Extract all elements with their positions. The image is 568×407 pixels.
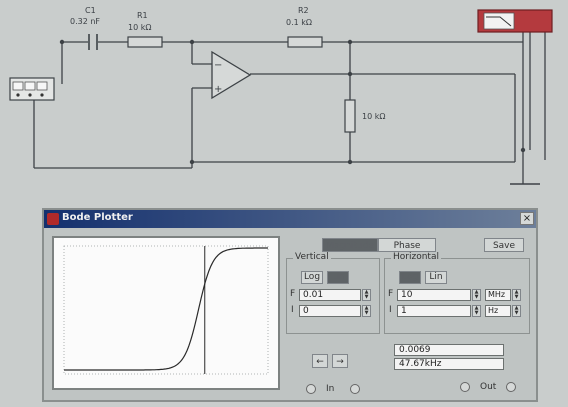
- vertical-group-label: Vertical: [293, 252, 331, 262]
- in-terminal-label: In: [326, 384, 335, 394]
- vertical-initial-input[interactable]: 0: [299, 305, 361, 317]
- schematic-wires: − +: [9, 9, 553, 185]
- bode-plotter-instrument-icon: [477, 9, 553, 33]
- horizontal-final-unit-select[interactable]: MHz: [485, 289, 511, 301]
- resistor-r1: [127, 36, 163, 48]
- bode-plotter-window: Bode Plotter × Magnitude Phase Save Vert…: [42, 208, 538, 402]
- bode-plotter-app-icon: [47, 213, 59, 225]
- horizontal-group: Horizontal Log Lin F 10 ▲▼ MHz ▲▼ I 1 ▲▼…: [384, 252, 530, 334]
- horizontal-group-label: Horizontal: [391, 252, 441, 262]
- vertical-lin-button[interactable]: Lin: [327, 271, 349, 284]
- bode-plot-svg: [63, 245, 269, 375]
- horizontal-initial-unit-select[interactable]: Hz: [485, 305, 511, 317]
- vertical-group: Vertical Log Lin F 0.01 ▲▼ I 0 ▲▼: [286, 252, 380, 334]
- bode-controls-panel: Magnitude Phase Save Vertical Log Lin F …: [284, 236, 534, 396]
- in-negative-terminal[interactable]: [350, 384, 360, 394]
- horizontal-final-unit-spinner[interactable]: ▲▼: [512, 289, 521, 301]
- horizontal-log-button[interactable]: Log: [399, 271, 421, 284]
- out-negative-terminal[interactable]: [506, 382, 516, 392]
- vertical-final-letter: F: [290, 289, 296, 299]
- readout-value: 0.0069: [394, 344, 504, 356]
- capacitor-c1: [88, 34, 98, 50]
- horizontal-initial-spinner[interactable]: ▲▼: [472, 305, 481, 317]
- r3-value-label: 10 kΩ: [362, 112, 386, 121]
- save-button[interactable]: Save: [484, 238, 524, 252]
- r2-value-label: 0.1 kΩ: [286, 18, 313, 27]
- out-terminal-label: Out: [480, 382, 497, 392]
- magnitude-button[interactable]: Magnitude: [322, 238, 378, 252]
- vertical-initial-letter: I: [291, 305, 294, 315]
- close-button[interactable]: ×: [520, 212, 534, 225]
- r1-value-label: 10 kΩ: [128, 23, 152, 32]
- out-positive-terminal[interactable]: [460, 382, 470, 392]
- circuit-schematic: − +: [0, 0, 568, 200]
- window-title: Bode Plotter: [62, 212, 133, 223]
- resistor-r2: [287, 36, 323, 48]
- r1-name-label: R1: [137, 11, 148, 20]
- in-positive-terminal[interactable]: [306, 384, 316, 394]
- horizontal-initial-input[interactable]: 1: [397, 305, 471, 317]
- readout-frequency: 47.67kHz: [394, 358, 504, 370]
- svg-text:−: −: [214, 60, 222, 71]
- c1-name-label: C1: [85, 6, 96, 15]
- vertical-final-spinner[interactable]: ▲▼: [362, 289, 371, 301]
- r2-name-label: R2: [298, 6, 309, 15]
- bode-plot-display[interactable]: [52, 236, 280, 390]
- horizontal-lin-button[interactable]: Lin: [425, 271, 447, 284]
- vertical-log-button[interactable]: Log: [301, 271, 323, 284]
- horizontal-final-spinner[interactable]: ▲▼: [472, 289, 481, 301]
- horizontal-initial-letter: I: [389, 305, 392, 315]
- cursor-left-button[interactable]: ←: [312, 354, 328, 368]
- horizontal-final-letter: F: [388, 289, 394, 299]
- horizontal-initial-unit-spinner[interactable]: ▲▼: [512, 305, 521, 317]
- horizontal-final-input[interactable]: 10: [397, 289, 471, 301]
- plot-frame: [63, 245, 269, 375]
- c1-value-label: 0.32 nF: [70, 17, 101, 26]
- resistor-r3: [344, 99, 356, 133]
- cursor-right-button[interactable]: →: [332, 354, 348, 368]
- phase-button[interactable]: Phase: [378, 238, 436, 252]
- vertical-final-input[interactable]: 0.01: [299, 289, 361, 301]
- opamp-symbol: [211, 50, 252, 100]
- vertical-initial-spinner[interactable]: ▲▼: [362, 305, 371, 317]
- magnitude-curve: [64, 247, 268, 371]
- function-generator-icon: [9, 77, 55, 101]
- svg-text:+: +: [214, 84, 222, 95]
- title-bar[interactable]: Bode Plotter ×: [44, 210, 536, 228]
